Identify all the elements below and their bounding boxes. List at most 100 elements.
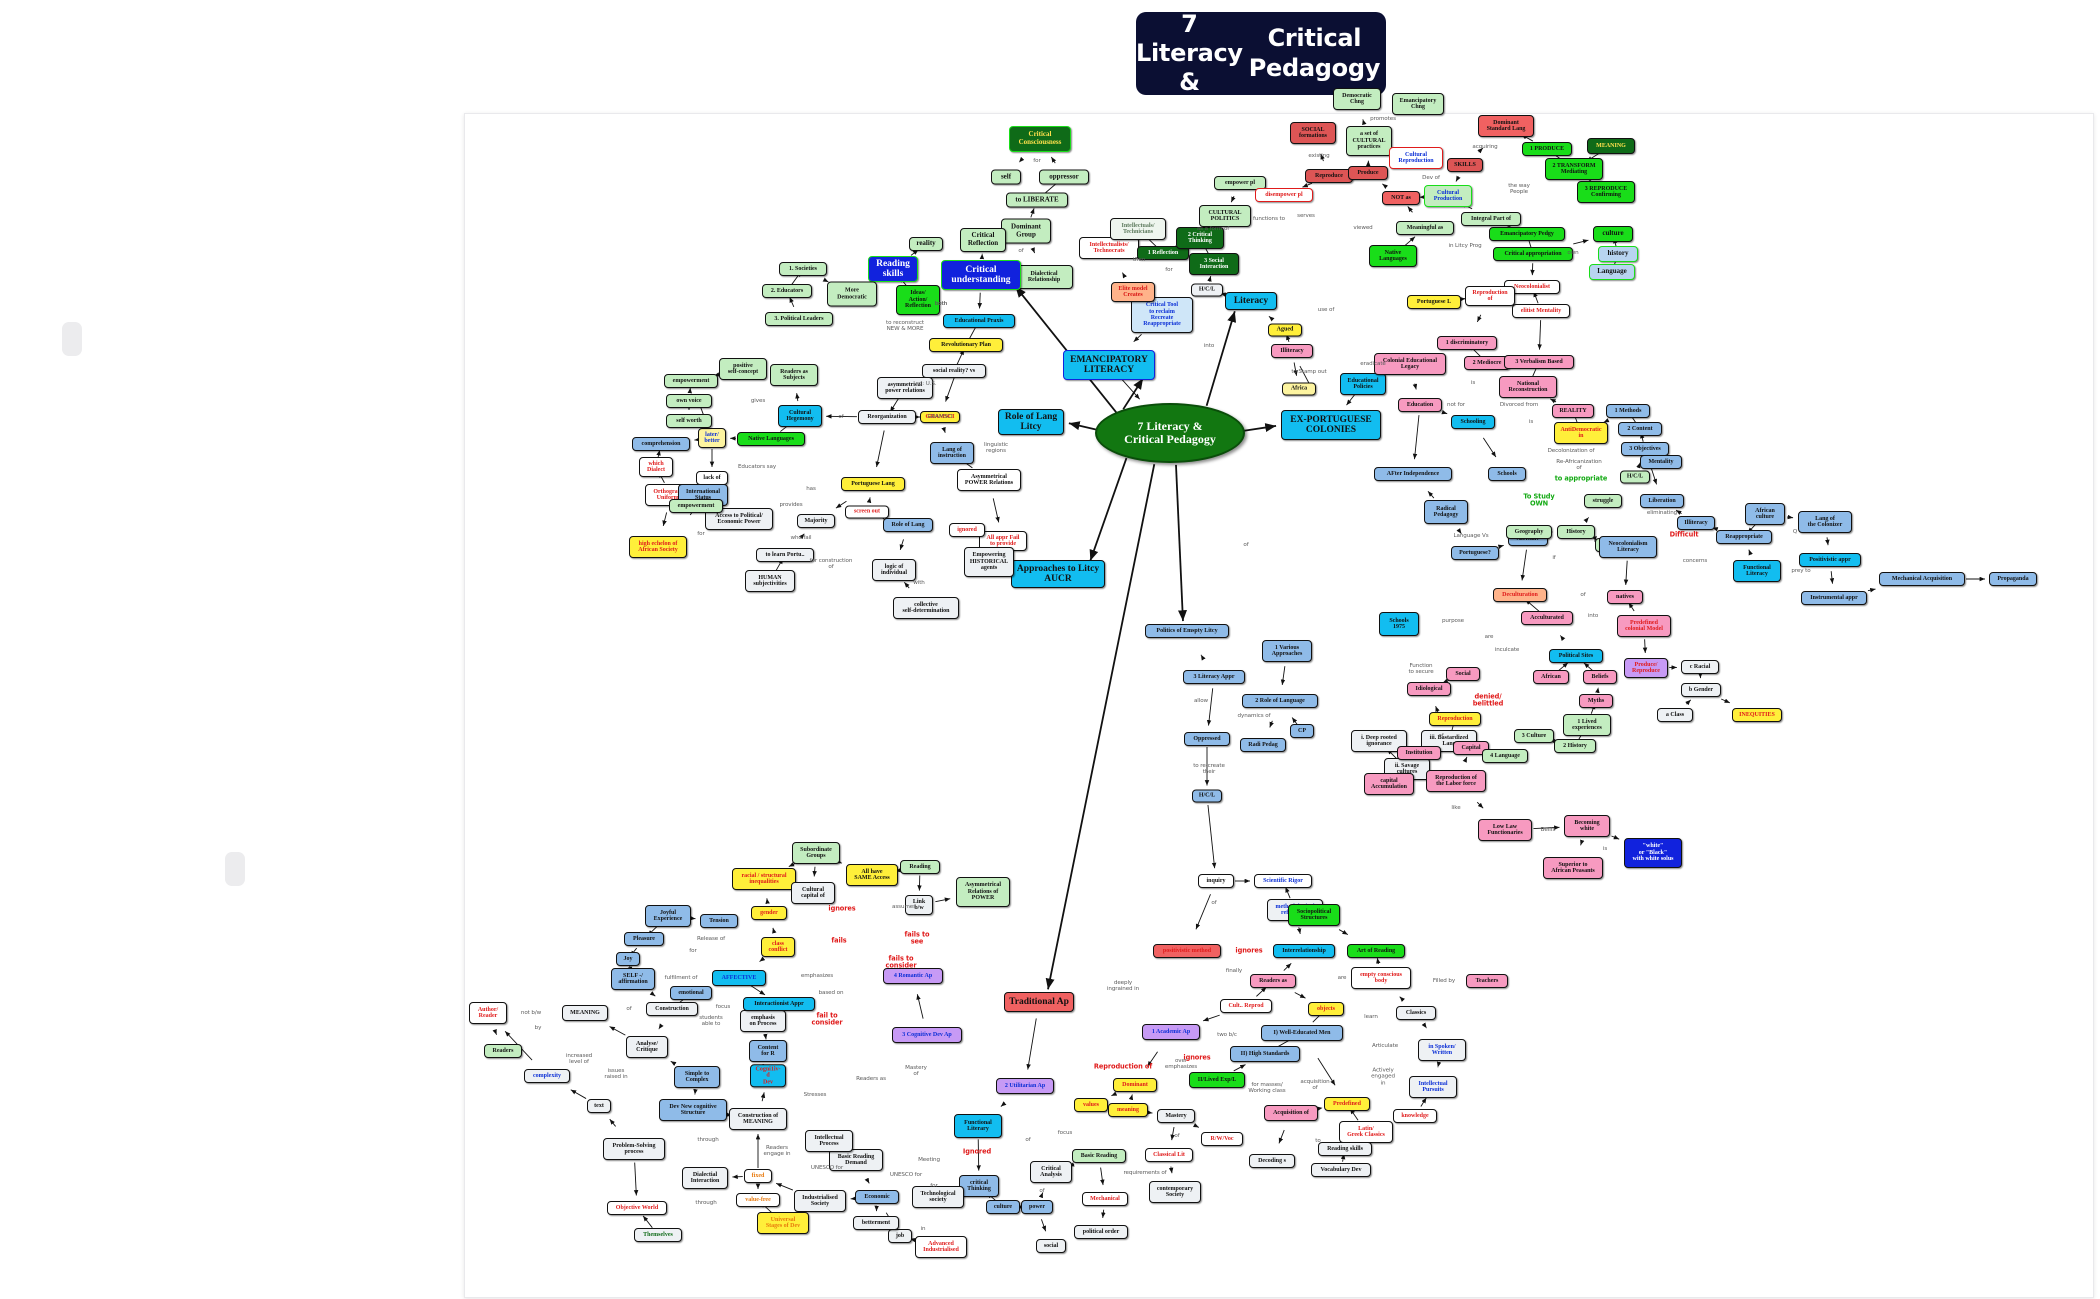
concept-node-intellectualists[interactable]: Intellectualists/ Technocrats bbox=[1079, 237, 1139, 259]
concept-node-edupraxis[interactable]: Educational Praxis bbox=[943, 314, 1015, 328]
concept-node-asymrelpower[interactable]: Asymmetrical Relations of POWER bbox=[956, 877, 1010, 907]
concept-node-artreading[interactable]: Art of Reading bbox=[1347, 944, 1405, 958]
concept-node-neocolonlit[interactable]: Neocolonialism Literacy bbox=[1599, 536, 1657, 558]
concept-node-critrefl[interactable]: Critical Reflection bbox=[960, 228, 1006, 252]
concept-node-asympower[interactable]: asymmetrical power relations bbox=[877, 377, 933, 399]
concept-node-elitemodel[interactable]: Elite model Creates bbox=[1111, 282, 1155, 302]
concept-node-discrim1[interactable]: 1 discriminatory bbox=[1437, 336, 1497, 350]
concept-node-betterment[interactable]: betterment bbox=[853, 1216, 899, 1230]
concept-node-socreality[interactable]: social reality? vs bbox=[922, 364, 986, 378]
concept-node-langinst[interactable]: Lang of instruction bbox=[930, 442, 974, 464]
concept-node-ownvoice[interactable]: own voice bbox=[666, 394, 712, 408]
concept-node-complexity[interactable]: complexity bbox=[524, 1069, 570, 1083]
concept-node-reality[interactable]: reality bbox=[909, 237, 943, 251]
concept-node-decultur[interactable]: Deculturation bbox=[1493, 588, 1547, 602]
concept-node-dialrel[interactable]: Dialectical Relationship bbox=[1015, 265, 1073, 289]
concept-node-whichdialect[interactable]: which Dialect bbox=[639, 457, 673, 477]
concept-node-education1[interactable]: Education bbox=[1398, 398, 1442, 412]
concept-node-joyfulexp[interactable]: Joyful Experience bbox=[645, 905, 691, 927]
concept-node-decoding[interactable]: Decoding s bbox=[1249, 1154, 1295, 1168]
concept-node-produce[interactable]: Produce bbox=[1348, 166, 1388, 180]
concept-node-culture3[interactable]: 3 Culture bbox=[1514, 729, 1554, 743]
concept-node-selfaffirm[interactable]: SELF -/ affirmation bbox=[611, 968, 655, 990]
concept-node-meaning3[interactable]: MEANING bbox=[562, 1005, 608, 1021]
concept-node-intellpursuits[interactable]: Intellectual Pursuits bbox=[1409, 1076, 1457, 1098]
concept-node-industrialsoc[interactable]: Industrialised Society bbox=[794, 1190, 846, 1212]
concept-node-linkbw[interactable]: Link b/w bbox=[905, 895, 933, 915]
concept-node-humansubj[interactable]: HUMAN subjectivities bbox=[745, 570, 795, 592]
concept-node-meaningful[interactable]: Meaningful as bbox=[1396, 221, 1454, 235]
concept-node-geography1[interactable]: Geography bbox=[1506, 525, 1552, 539]
concept-node-text[interactable]: text bbox=[587, 1099, 611, 1113]
concept-node-natives[interactable]: natives bbox=[1607, 590, 1643, 604]
concept-node-posmethod[interactable]: positivistic method bbox=[1153, 944, 1221, 958]
concept-node-instrumental[interactable]: Instrumental appr bbox=[1801, 591, 1867, 605]
concept-node-contentfork[interactable]: Content for R bbox=[749, 1040, 787, 1062]
concept-node-educators[interactable]: 2. Educators bbox=[762, 284, 812, 298]
concept-node-langcolonizer[interactable]: Lang of the Colonizer bbox=[1798, 511, 1852, 533]
concept-node-schooling1[interactable]: Schooling bbox=[1451, 415, 1495, 429]
concept-node-themselves[interactable]: Themselves bbox=[634, 1228, 682, 1242]
concept-node-reproduction2[interactable]: Reproduction bbox=[1429, 712, 1481, 726]
concept-node-propaganda[interactable]: Propaganda bbox=[1989, 572, 2037, 586]
concept-node-schools1[interactable]: Schools bbox=[1488, 467, 1526, 481]
concept-node-critanalysis[interactable]: Critical Analysis bbox=[1030, 1161, 1072, 1183]
concept-node-becomingwhite[interactable]: Becoming white bbox=[1564, 815, 1610, 837]
concept-node-coloniallegacy[interactable]: Colonial Educational Legacy bbox=[1374, 353, 1446, 375]
concept-node-radped[interactable]: Radical Pedagogy bbox=[1424, 500, 1468, 524]
concept-node-content2[interactable]: 2 Content bbox=[1618, 422, 1662, 436]
concept-node-funclit3[interactable]: Functional Literary bbox=[954, 1114, 1002, 1138]
concept-node-afterind[interactable]: AFter Independence bbox=[1374, 467, 1452, 481]
concept-node-interactionistappr[interactable]: Interactionist Appr bbox=[743, 997, 815, 1011]
concept-node-posselfconcept[interactable]: positive self-concept bbox=[719, 358, 767, 380]
concept-node-mechacq[interactable]: Mechanical Acquisition bbox=[1879, 572, 1965, 586]
concept-node-spokenwritten[interactable]: in Spoken/ Written bbox=[1418, 1039, 1466, 1061]
concept-node-language4[interactable]: 4 Language bbox=[1482, 749, 1528, 763]
concept-node-classconflict[interactable]: class conflict bbox=[761, 937, 795, 957]
concept-node-meaning2[interactable]: meaning bbox=[1108, 1103, 1148, 1117]
concept-node-classics[interactable]: Classics bbox=[1396, 1006, 1436, 1020]
concept-node-cultrepro[interactable]: Cultural Reproduction bbox=[1389, 147, 1443, 169]
concept-node-culthegemony[interactable]: Cultural Hegemony bbox=[778, 405, 822, 427]
concept-node-mediocre2[interactable]: 2 Mediocre bbox=[1464, 356, 1510, 370]
concept-node-utilitarianap[interactable]: 2 Utilitarian Ap bbox=[996, 1078, 1054, 1094]
concept-node-reproduction1[interactable]: Reproduction of bbox=[1465, 286, 1515, 306]
concept-node-root[interactable]: 7 Literacy & Critical Pedagogy bbox=[1095, 403, 1245, 463]
concept-node-basicreading[interactable]: Basic Reading bbox=[1072, 1149, 1126, 1163]
concept-node-welledmin[interactable]: I) Well-Educated Men bbox=[1261, 1025, 1343, 1041]
concept-node-readers2[interactable]: Readers bbox=[484, 1044, 522, 1058]
concept-node-antidem[interactable]: AntiDemocratic in bbox=[1554, 422, 1608, 444]
concept-node-liberation1[interactable]: Liberation bbox=[1640, 494, 1684, 508]
concept-node-objectives3[interactable]: 3 Objectives bbox=[1621, 442, 1669, 456]
concept-node-knowledge[interactable]: knowledge bbox=[1393, 1109, 1437, 1123]
concept-node-neocolonialist[interactable]: Neocolonialist bbox=[1504, 280, 1560, 294]
concept-node-predefcolmodel[interactable]: Predefined colonial Model bbox=[1617, 615, 1671, 637]
concept-node-readskills[interactable]: Reading skills bbox=[868, 256, 918, 282]
concept-node-rolelanglitcy[interactable]: Role of Lang Litcy bbox=[998, 409, 1064, 435]
concept-node-tradap[interactable]: Traditional Ap bbox=[1004, 992, 1074, 1012]
concept-node-teachers[interactable]: Teachers bbox=[1466, 974, 1508, 988]
concept-node-institution[interactable]: Institution bbox=[1397, 746, 1441, 760]
concept-node-highechelon[interactable]: high echelon of African Society bbox=[629, 536, 687, 558]
concept-node-acquisitionof[interactable]: Acquisition of bbox=[1264, 1105, 1318, 1121]
concept-node-demochng[interactable]: Democratic Chng bbox=[1333, 88, 1381, 110]
concept-node-intelprocess[interactable]: Intellectual Process bbox=[805, 1130, 853, 1152]
concept-node-reflection1[interactable]: 1 Reflection bbox=[1137, 246, 1189, 260]
concept-node-history1[interactable]: history bbox=[1598, 246, 1638, 262]
concept-node-cultcapital[interactable]: Cultural capital of bbox=[791, 882, 835, 904]
concept-node-emotional[interactable]: emotional bbox=[670, 986, 712, 1000]
concept-node-logicind[interactable]: logic of individual bbox=[872, 559, 916, 581]
concept-node-schools1975[interactable]: Schools 1975 bbox=[1379, 612, 1419, 636]
concept-node-expc[interactable]: EX-PORTUGUESE COLONIES bbox=[1281, 410, 1381, 440]
concept-node-myths[interactable]: Myths bbox=[1579, 694, 1613, 708]
concept-node-emanpedg[interactable]: Emancipatory Pedgy bbox=[1489, 227, 1565, 241]
concept-node-accesspower[interactable]: Access to Political/ Economic Power bbox=[705, 508, 773, 530]
concept-node-deeprooted[interactable]: i. Deep rooted ignorance bbox=[1351, 730, 1407, 752]
concept-node-dialinteraction[interactable]: Dialectial Interaction bbox=[682, 1167, 728, 1189]
concept-node-afrculture[interactable]: African culture bbox=[1745, 503, 1785, 525]
concept-node-history2[interactable]: History bbox=[1557, 525, 1595, 539]
concept-node-academicap[interactable]: 1 Academic Ap bbox=[1142, 1024, 1200, 1040]
concept-node-allsameaccess[interactable]: All have SAME Access bbox=[846, 864, 898, 886]
concept-node-agued[interactable]: Agued bbox=[1268, 323, 1302, 337]
concept-node-reapprop[interactable]: Reappropriate bbox=[1716, 530, 1772, 544]
